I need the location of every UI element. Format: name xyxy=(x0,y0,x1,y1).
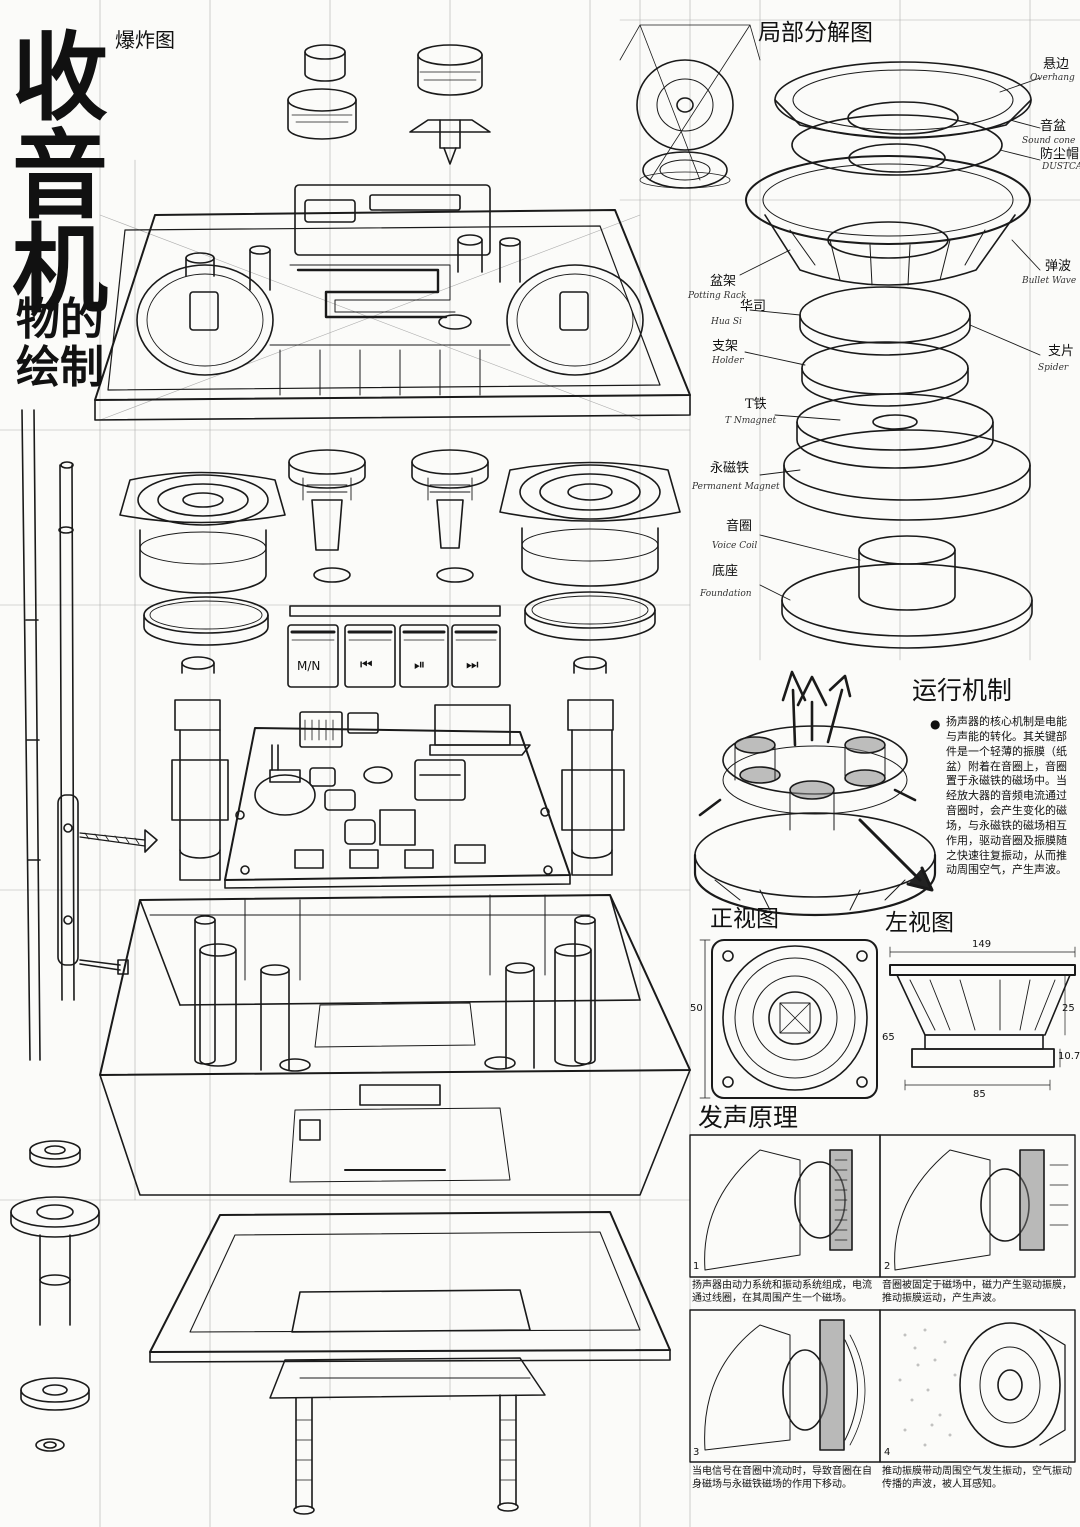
part-label-huasi-en: Hua Si xyxy=(711,317,742,327)
part-label-cone-cn: 音盆 xyxy=(1040,119,1067,134)
part-label-overhang-cn: 悬边 xyxy=(1043,57,1070,72)
circuit-board xyxy=(225,705,570,888)
side-column-parts xyxy=(172,657,624,880)
button-label-3: ⏯ xyxy=(414,657,426,673)
part-label-magnet-en: Permanent Magnet xyxy=(692,482,780,492)
button-label-2: ⏮ xyxy=(360,657,373,673)
panel-3-number: 3 xyxy=(693,1447,700,1458)
bottom-housing-box xyxy=(100,895,690,1195)
bottom-tray xyxy=(150,1212,670,1514)
part-label-holder-en: Holder xyxy=(712,356,744,366)
mechanism-text: 扬声器的核心机制是电能与声能的转化。其关键部件是一个轻薄的振膜（纸盆）附着在音圈… xyxy=(946,715,1067,877)
part-label-voicecoil-cn: 音圈 xyxy=(726,519,753,534)
dim-side-d3: 10.7 xyxy=(1058,1051,1080,1062)
partial-view-title: 局部分解图 xyxy=(758,20,873,46)
poster-title-line-5: 绘制 xyxy=(16,342,104,393)
speaker-exploded-stack xyxy=(620,25,1040,648)
poster-title-line-3: 机 xyxy=(12,214,108,326)
part-label-base-cn: 底座 xyxy=(712,564,739,579)
mechanism-title: 运行机制 xyxy=(912,676,1013,705)
mechanism-bullet: ● xyxy=(930,717,941,731)
part-label-spider-cn: 支片 xyxy=(1048,344,1075,359)
part-label-dustcap-cn: 防尘帽 xyxy=(1040,147,1080,162)
side-view-drawing xyxy=(890,947,1075,1090)
dim-side-width: 149 xyxy=(972,939,992,950)
button-label-4: ⏭ xyxy=(466,657,479,673)
part-label-voicecoil-en: Voice Coil xyxy=(712,541,758,551)
speaker-left xyxy=(120,473,285,645)
panel-2-number: 2 xyxy=(884,1261,891,1272)
part-label-cone-en: Sound cone xyxy=(1022,136,1076,146)
part-label-bulletwave-cn: 弹波 xyxy=(1045,259,1072,274)
panel-1-caption: 扬声器由动力系统和振动系统组成，电流通过线圈，在其周围产生一个磁场。 xyxy=(692,1280,872,1304)
part-label-overhang-en: Overhang xyxy=(1030,73,1075,83)
poster-title-line-1: 收 xyxy=(12,22,108,134)
part-label-holder-cn: 支架 xyxy=(712,339,739,354)
part-label-tiron-en: T Nmagnet xyxy=(725,416,777,426)
dim-side-d2: 65 xyxy=(882,1032,895,1043)
side-view-title: 左视图 xyxy=(885,910,954,936)
button-strip xyxy=(288,606,500,687)
exploded-view-label: 爆炸图 xyxy=(115,28,175,52)
tuning-knobs xyxy=(289,450,488,582)
panel-3-caption: 当电信号在音圈中流动时，导致音圈在自身磁场与永磁铁磁场的作用下移动。 xyxy=(692,1466,872,1490)
principle-panels xyxy=(690,1135,1075,1462)
button-label-1: M/N xyxy=(297,659,321,673)
part-label-tiron-cn: T铁 xyxy=(745,397,767,412)
mechanism-illustration xyxy=(695,672,935,915)
panel-2-caption: 音圈被固定于磁场中，磁力产生驱动振膜，推动振膜运动，产生声波。 xyxy=(882,1280,1072,1304)
part-label-rack-cn: 盆架 xyxy=(710,274,737,289)
part-label-magnet-cn: 永磁铁 xyxy=(710,461,750,476)
panel-4-caption: 推动振膜带动周围空气发生振动，空气振动传播的声波，被人耳感知。 xyxy=(882,1466,1072,1490)
dim-side-bottom: 85 xyxy=(973,1089,986,1100)
panel-1-number: 1 xyxy=(693,1261,700,1272)
left-washers xyxy=(11,1141,99,1451)
dim-front-height: 50 xyxy=(690,1003,703,1014)
part-label-dustcap-en: DUSTCA xyxy=(1042,162,1080,172)
top-housing-cover xyxy=(95,185,690,420)
part-label-bulletwave-en: Bullet Wave xyxy=(1022,276,1077,286)
part-label-spider-en: Spider xyxy=(1038,363,1069,373)
telescopic-antenna xyxy=(22,410,157,1060)
part-label-huasi-cn: 华司 xyxy=(740,299,767,314)
poster-title-line-4: 物的 xyxy=(16,294,104,345)
front-view-title: 正视图 xyxy=(710,906,779,932)
dim-side-d1: 25 xyxy=(1062,1003,1075,1014)
top-knob-parts xyxy=(288,45,490,164)
part-label-base-en: Foundation xyxy=(700,589,752,599)
part-label-rack-en: Potting Rack xyxy=(688,291,747,301)
front-view-drawing xyxy=(700,940,877,1098)
poster-title-line-2: 音 xyxy=(12,120,108,232)
speaker-right xyxy=(500,463,680,641)
principle-title: 发声原理 xyxy=(698,1103,799,1132)
panel-4-number: 4 xyxy=(884,1447,891,1458)
